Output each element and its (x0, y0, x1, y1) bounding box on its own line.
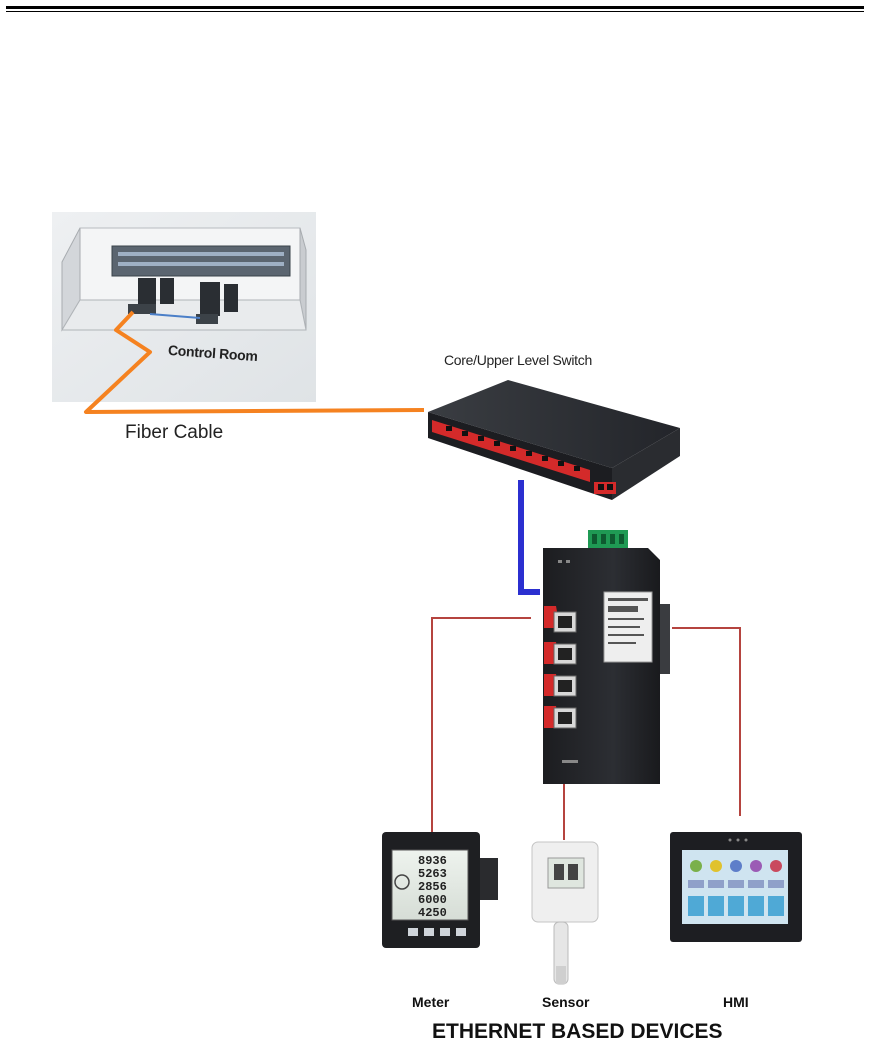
core-switch-device (428, 380, 680, 500)
meter-link-line (431, 617, 531, 840)
meter-reading-1: 8936 (418, 854, 447, 868)
meter-device: 8936 5263 2856 6000 4250 (382, 832, 498, 948)
fiber-cable-line (84, 310, 425, 414)
meter-label: Meter (412, 994, 450, 1010)
meter-reading-2: 5263 (418, 867, 447, 881)
meter-reading-4: 6000 (418, 893, 447, 907)
hmi-label: HMI (723, 994, 749, 1010)
meter-reading-3: 2856 (418, 880, 447, 894)
top-rule-thin (6, 11, 864, 12)
sensor-label: Sensor (542, 994, 590, 1010)
fiber-cable-label: Fiber Cable (125, 422, 224, 443)
ethernet-devices-label: ETHERNET BASED DEVICES (432, 1020, 723, 1043)
device-links (431, 617, 741, 840)
sensor-device (531, 841, 599, 985)
control-room-illustration (52, 212, 316, 402)
meter-reading-5: 4250 (418, 906, 447, 920)
top-rule (6, 6, 864, 9)
din-rail-switch-device (543, 530, 670, 784)
meter-readings: 8936 5263 2856 6000 4250 (418, 854, 447, 920)
hmi-device (670, 832, 802, 942)
core-switch-label: Core/Upper Level Switch (444, 352, 592, 368)
hmi-link-line (672, 627, 741, 816)
uplink-cable-line (518, 480, 540, 595)
